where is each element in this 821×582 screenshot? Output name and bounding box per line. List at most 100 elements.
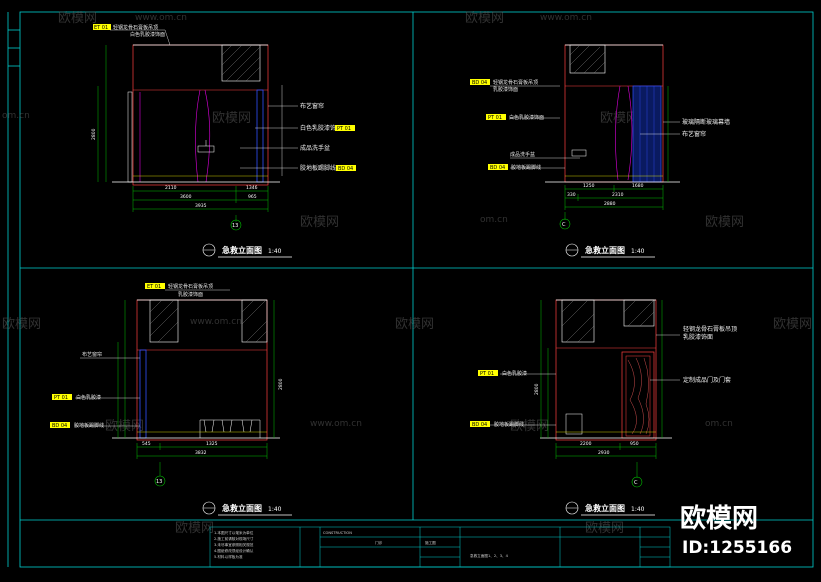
- callout-label: 乳胶漆饰面: [683, 333, 713, 341]
- grid-label: 13: [156, 479, 162, 485]
- panel-scale: 1:40: [631, 506, 645, 513]
- grid-bubble: [154, 475, 166, 487]
- column-hatch: [623, 299, 655, 327]
- watermark-url: om.cn: [705, 419, 733, 429]
- material-tag: PT 01: [337, 126, 351, 132]
- ceiling-note-2: 乳胶漆饰面: [178, 291, 203, 298]
- grid-label: C: [562, 222, 566, 228]
- general-note: 1.本图尺寸以毫米为单位: [214, 530, 254, 535]
- panel-title: 急救立面图: [222, 503, 262, 513]
- callout-label: 胶地板踢脚线: [300, 164, 336, 172]
- dimension: 330: [567, 192, 576, 198]
- general-note: 5.材料以样板为准: [214, 554, 243, 559]
- watermark-brand: 欧模网: [300, 215, 339, 230]
- callout-label: 成品洗手盆: [300, 144, 330, 152]
- callout-label: 轻钢龙骨石膏板吊顶: [683, 325, 737, 333]
- watermark-brand: 欧模网: [2, 317, 41, 332]
- dimension: 2200: [580, 441, 592, 447]
- dimension: 2110: [165, 185, 177, 191]
- title-block-field: 施工图: [425, 540, 436, 545]
- grid-label: C: [634, 480, 638, 486]
- title-block-field: CONSTRUCTION: [323, 531, 352, 535]
- dimension: 950: [630, 441, 639, 447]
- grid-bubble: [631, 476, 643, 488]
- brand-overlay: 欧模网 ID:1255166: [680, 503, 792, 558]
- curtain: [139, 89, 211, 183]
- watermark-url: www.om.cn: [190, 317, 242, 327]
- material-tag: PT 01: [54, 395, 68, 401]
- column-hatch: [149, 299, 179, 343]
- panel-scale: 1:40: [268, 506, 282, 513]
- material-tag: ET 01: [147, 284, 161, 290]
- elevation-panel-1: ET 01 轻钢龙骨石膏板吊顶 白色乳胶漆饰面: [91, 24, 356, 258]
- column-hatch: [241, 299, 268, 343]
- watermark-brand: 欧模网: [58, 11, 97, 26]
- dimension: 2880: [604, 201, 616, 207]
- material-tag: BD 04: [472, 80, 487, 86]
- callout-label: 布艺窗帘: [682, 130, 706, 138]
- material-tag: BD 04: [490, 165, 505, 171]
- watermark-url: om.cn: [2, 111, 30, 121]
- watermark-brand: 欧模网: [175, 521, 214, 536]
- dimension: 545: [142, 441, 151, 447]
- dimension: 965: [248, 194, 257, 200]
- general-note: 2.施工前请核对现场尺寸: [214, 536, 254, 541]
- callout-label: 胶地板踢脚线: [511, 164, 541, 171]
- callout-label: 白色乳胶漆: [76, 394, 101, 401]
- dimension: 2930: [598, 450, 610, 456]
- brand-id: ID:1255166: [682, 538, 792, 558]
- bed: [199, 419, 261, 438]
- dimension: 1680: [632, 183, 644, 189]
- dimension: 3832: [195, 450, 207, 456]
- height-dimension: 2800: [91, 128, 97, 140]
- column-hatch: [221, 44, 261, 82]
- height-dimension: 2800: [534, 383, 540, 395]
- watermark-brand: 欧模网: [395, 317, 434, 332]
- watermark-brand: 欧模网: [465, 11, 504, 26]
- watermark-brand: 欧模网: [105, 419, 144, 434]
- general-note: 3.未尽事宜参照相关规范: [214, 542, 254, 547]
- watermarks: 欧模网 www.om.cn 欧模网 www.om.cn 欧模网 欧模网 om.c…: [2, 11, 812, 536]
- dimension: 1325: [206, 441, 218, 447]
- dimension: 1346: [246, 185, 258, 191]
- ceiling-note-2: 乳胶漆饰面: [493, 86, 518, 93]
- elevation-panel-4: 2800 PT 01 白色乳胶漆 BD 04 胶地板踢脚线 轻钢龙骨石膏板吊顶 …: [470, 299, 737, 516]
- elevation-panel-3: ET 01 轻钢龙骨石膏板吊顶 乳胶漆饰面 2800: [50, 283, 292, 516]
- grid-label: 13: [232, 223, 238, 229]
- general-note: 4.图纸修改须经设计确认: [214, 548, 254, 553]
- dimension: 3935: [195, 203, 207, 209]
- watermark-url: www.om.cn: [135, 13, 187, 23]
- chair: [565, 413, 583, 435]
- elevation-panel-2: BD 04 轻钢龙骨石膏板吊顶 乳胶漆饰面: [470, 44, 730, 258]
- watermark-url: www.om.cn: [540, 13, 592, 23]
- watermark-brand: 欧模网: [585, 521, 624, 536]
- ceiling-note: 轻钢龙骨石膏板吊顶: [168, 283, 213, 290]
- watermark-url: www.om.cn: [310, 419, 362, 429]
- callout-label: 白色乳胶漆饰面: [300, 124, 342, 132]
- material-tag: PT 01: [488, 115, 502, 121]
- sheet-frame: [7, 11, 814, 568]
- column-hatch: [569, 44, 606, 74]
- watermark-brand: 欧模网: [600, 111, 639, 126]
- title-block: 1.本图尺寸以毫米为单位 2.施工前请核对现场尺寸 3.未尽事宜参照相关规范 4…: [209, 526, 671, 568]
- panel-title: 急救立面图: [585, 245, 625, 255]
- material-tag: BD 04: [338, 166, 353, 172]
- callout-label: 定制成品门及门套: [683, 376, 731, 384]
- panel-title: 急救立面图: [585, 503, 625, 513]
- door: [621, 351, 655, 439]
- callout-label: 布艺窗帘: [82, 351, 102, 358]
- callout-label: 胶地板踢脚线: [494, 421, 524, 428]
- watermark-brand: 欧模网: [212, 111, 251, 126]
- dimension: 3600: [180, 194, 192, 200]
- callout-label: 白色乳胶漆: [502, 370, 527, 377]
- ceiling-note: 轻钢龙骨石膏板吊顶: [113, 24, 158, 31]
- callout-label: 白色乳胶漆饰面: [509, 114, 544, 121]
- callout-label: 成品洗手盆: [510, 151, 535, 158]
- material-tag-box: [93, 24, 111, 30]
- ceiling-note-2: 白色乳胶漆饰面: [130, 31, 165, 38]
- grid-bubble: [230, 219, 242, 231]
- material-tag: PT 01: [480, 371, 494, 377]
- brand-logo-text: 欧模网: [680, 503, 758, 534]
- callout-label: 布艺窗帘: [300, 102, 324, 110]
